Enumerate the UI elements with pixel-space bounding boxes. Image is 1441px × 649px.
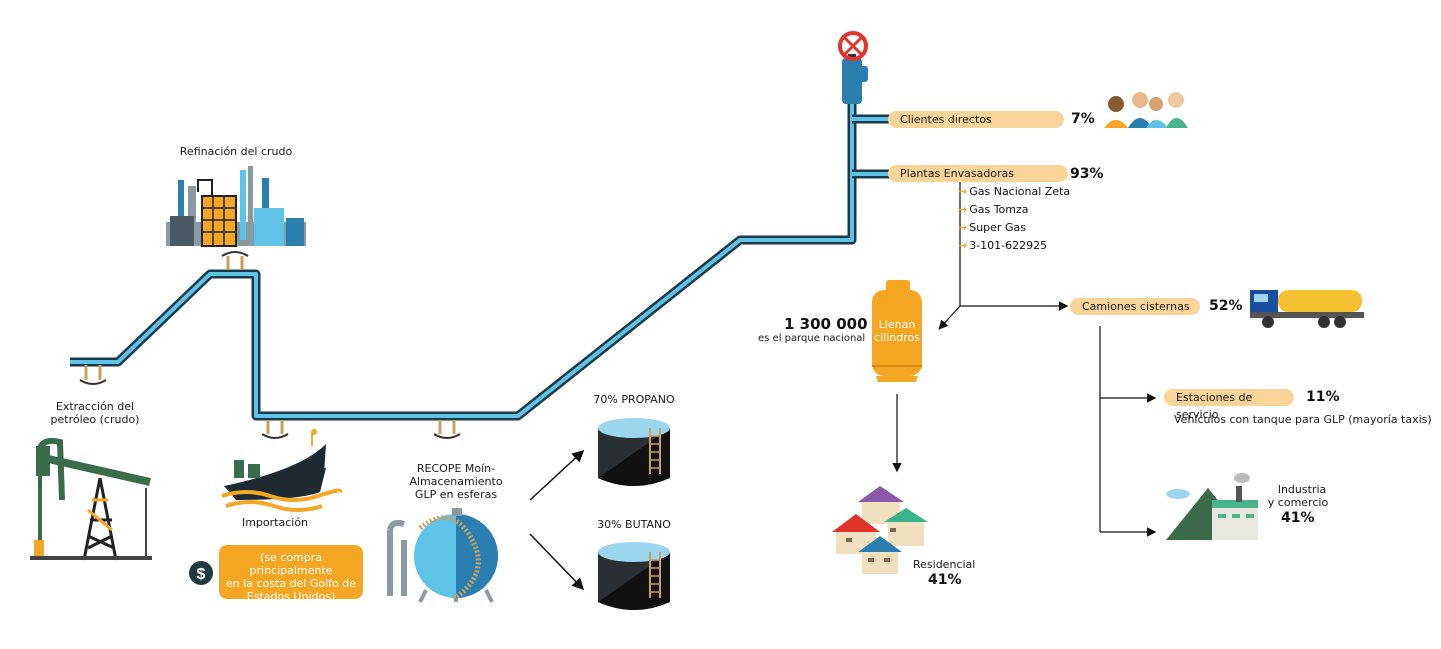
industry-label-line1: Industria (1277, 483, 1327, 496)
import-label: Importación (241, 516, 309, 529)
valve-icon (838, 31, 868, 104)
pipe-connector-import (261, 420, 289, 439)
import-note-line3: Estados Unidos) (246, 590, 336, 603)
main-pipeline (70, 96, 890, 421)
fleet-number: 1 300 000 (784, 315, 868, 333)
recope-label-line2: Almacenamiento (409, 475, 503, 488)
bottling-plants-pill: Plantas Envasadoras (888, 165, 1068, 182)
dollar-icon: $ (189, 561, 213, 585)
residential-pct: 41% (928, 572, 962, 588)
people-icon (1104, 92, 1188, 128)
ship-icon (221, 429, 343, 512)
recope-label-line3: GLP en esferas (414, 488, 498, 501)
svg-text:$: $ (197, 566, 206, 583)
direct-clients-pill: Clientes directos (888, 111, 1064, 128)
fill-cylinders-line1: Llenan (878, 318, 916, 331)
arrow-to-propane (529, 449, 585, 501)
company-list-item: →3-101-622925 (958, 239, 1048, 252)
arrow-to-butane (529, 533, 585, 591)
houses-icon (832, 486, 928, 574)
factory-icon (1166, 473, 1258, 540)
arrow-right-icon: → (958, 203, 968, 216)
tank-trucks-pct: 52% (1209, 298, 1243, 314)
extraction-label-line2: petróleo (crudo) (50, 413, 140, 426)
pipe-connector-extraction (79, 365, 107, 385)
propane-label: 70% PROPANO (593, 393, 675, 406)
plants-connector-line (938, 180, 961, 330)
vehicles-label: Vehículos con tanque para GLP (mayoría t… (1174, 413, 1432, 426)
pipe-connector-recope (433, 420, 461, 439)
direct-clients-pct: 7% (1071, 111, 1095, 127)
extraction-label-line1: Extracción del (55, 400, 135, 413)
gas-cylinder-icon (872, 280, 922, 382)
gas-sphere-icon (387, 508, 498, 603)
company-list-item: →Super Gas (958, 221, 1026, 234)
refining-label: Refinación del crudo (179, 145, 293, 158)
refinery-icon (166, 166, 306, 247)
fill-cylinders-line2: cilindros (874, 331, 920, 344)
industry-label-line2: y comercio (1267, 496, 1329, 509)
pipe-connector-refinery (221, 251, 249, 270)
fleet-text: es el parque nacional (758, 333, 866, 344)
company-list-item: →Gas Nacional Zeta (958, 185, 1071, 198)
arrow-right-icon: → (958, 185, 968, 198)
storage-tank-icon-propane (598, 418, 670, 486)
tank-truck-icon (1250, 290, 1364, 328)
service-stations-pill: Estaciones de servicio (1164, 389, 1294, 421)
import-note: (se compra principalmente en la costa de… (219, 545, 363, 603)
tank-trucks-pill: Camiones cisternas (1070, 298, 1200, 315)
import-note-line1: (se compra principalmente (249, 551, 333, 577)
recope-label-line1: RECOPE Moín- (416, 462, 496, 475)
arrow-right-icon: → (958, 239, 968, 252)
industry-pct: 41% (1281, 510, 1315, 526)
storage-tank-icon-butane (598, 542, 670, 610)
butane-label: 30% BUTANO (597, 518, 671, 531)
arrow-right-icon: → (958, 221, 968, 234)
residential-label: Residencial (913, 558, 976, 571)
service-stations-pct: 11% (1306, 389, 1340, 405)
company-list-item: →Gas Tomza (958, 203, 1029, 216)
import-note-line2: en la costa del Golfo de (225, 577, 357, 590)
oil-pump-icon (30, 437, 152, 561)
bottling-plants-pct: 93% (1070, 166, 1104, 182)
